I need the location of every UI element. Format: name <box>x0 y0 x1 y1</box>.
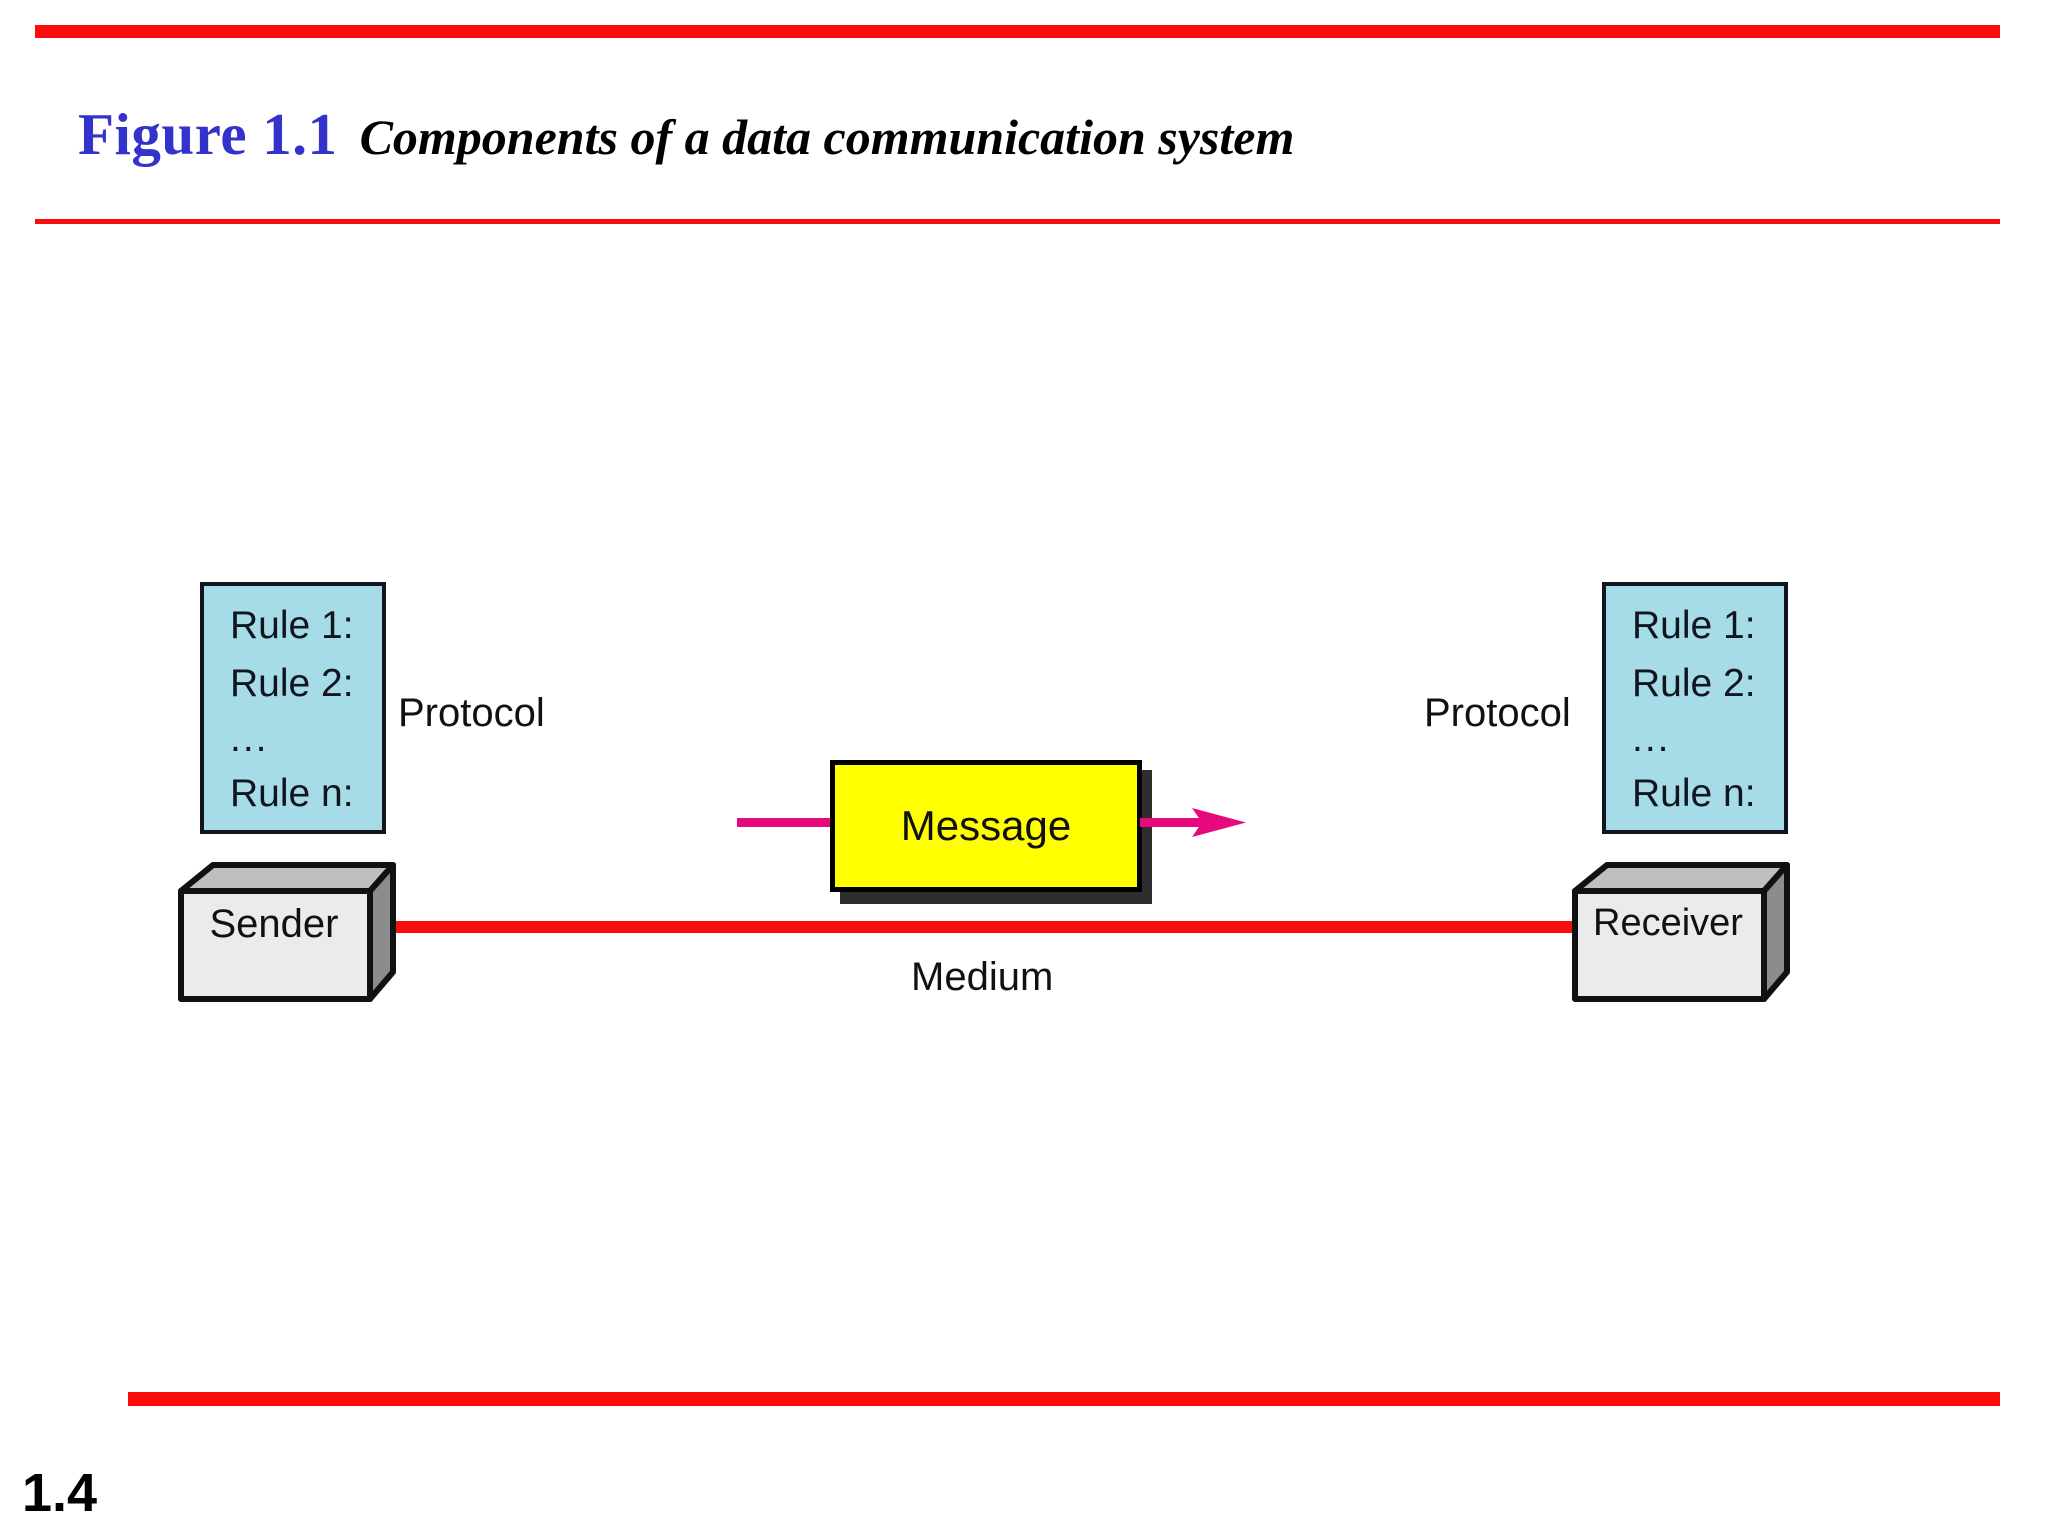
rule-line: Rule n: <box>230 772 354 815</box>
figure-caption: Components of a data communication syste… <box>359 109 1295 165</box>
rule-line: Rule n: <box>1632 772 1756 815</box>
protocol-rules-box-right: Rule 1: Rule 2: ... Rule n: <box>1602 582 1788 834</box>
page-title: Figure 1.1 Components of a data communica… <box>78 100 1294 169</box>
protocol-label-right: Protocol <box>1424 691 1571 735</box>
medium-line <box>367 921 1579 933</box>
top-red-rule <box>35 25 2000 38</box>
figure-number: Figure 1.1 <box>78 101 338 167</box>
protocol-label-left: Protocol <box>398 691 545 735</box>
receiver-box: Receiver <box>1572 862 1790 1002</box>
sender-box-shape <box>178 862 396 1002</box>
rule-line-ellipsis: ... <box>230 717 269 760</box>
rule-line: Rule 2: <box>1632 662 1756 705</box>
protocol-rules-box-left: Rule 1: Rule 2: ... Rule n: <box>200 582 386 834</box>
medium-label: Medium <box>911 955 1054 999</box>
message-label: Message <box>900 802 1072 849</box>
receiver-box-shape <box>1572 862 1790 1002</box>
arrow-right-icon <box>1140 808 1246 837</box>
message-box: Message <box>830 760 1142 892</box>
page-number: 1.4 <box>22 1463 98 1523</box>
bottom-red-rule <box>128 1392 2000 1406</box>
title-separator-rule <box>35 219 2000 224</box>
sender-box: Sender <box>178 862 396 1002</box>
rule-line: Rule 1: <box>230 604 354 647</box>
message-arrow-tail <box>737 818 835 827</box>
rule-line: Rule 1: <box>1632 604 1756 647</box>
rule-line-ellipsis: ... <box>1632 717 1671 760</box>
rule-line: Rule 2: <box>230 662 354 705</box>
message-flow-arrow <box>1140 798 1250 848</box>
